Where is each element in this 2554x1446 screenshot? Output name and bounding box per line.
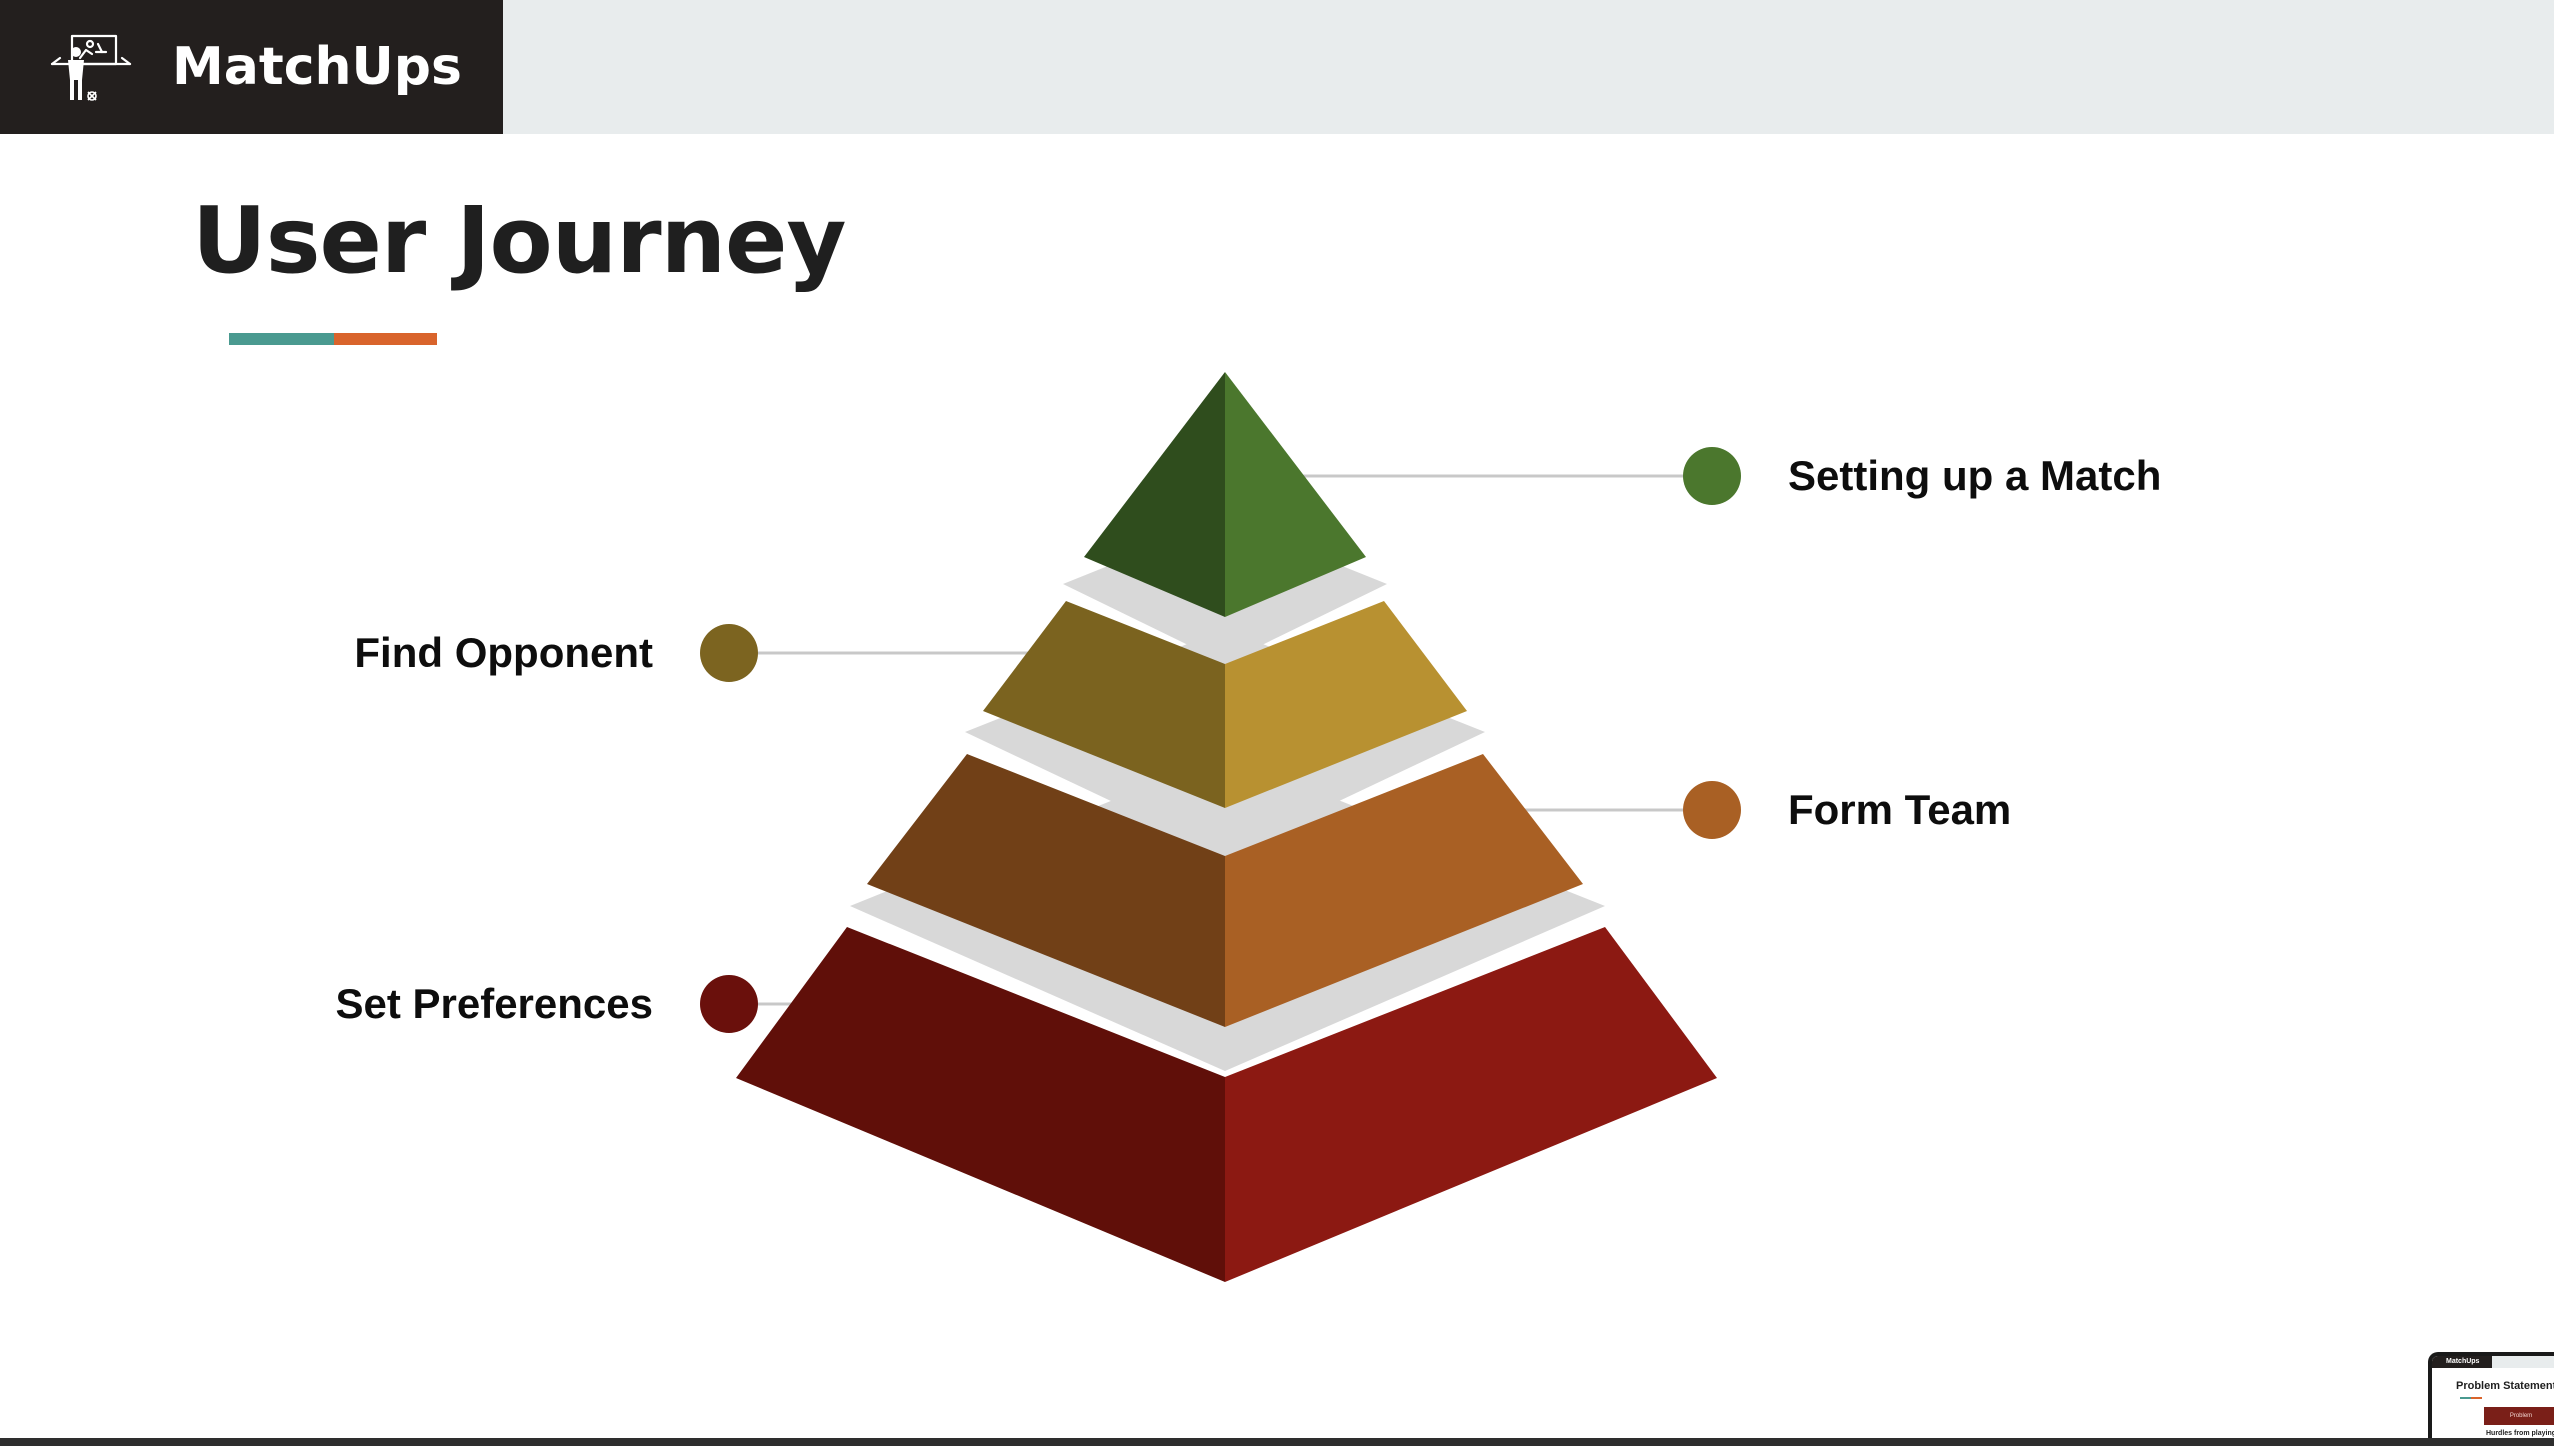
thumbnail-card: Problem — [2484, 1407, 2554, 1425]
underline-orange-segment — [334, 333, 437, 345]
step-label-opponent: Find Opponent — [354, 629, 653, 676]
marker-dot-match — [1683, 447, 1741, 505]
step-label-preferences: Set Preferences — [335, 980, 653, 1027]
pyramid-tier-match — [1084, 372, 1366, 617]
page-title: User Journey — [192, 187, 846, 294]
step-label-match: Setting up a Match — [1788, 452, 2162, 499]
thumbnail-brand: MatchUps — [2432, 1356, 2492, 1368]
underline-teal-segment — [229, 333, 334, 345]
whiteboard-coach-icon — [50, 34, 132, 101]
marker-dot-opponent — [700, 624, 758, 682]
bottom-edge — [0, 1438, 2554, 1446]
step-label-team: Form Team — [1788, 786, 2012, 833]
brand-block[interactable]: MatchUps — [0, 0, 503, 134]
marker-dot-preferences — [700, 975, 758, 1033]
brand-name: MatchUps — [172, 37, 462, 97]
thumbnail-title: Problem Statement — [2456, 1380, 2554, 1392]
marker-dot-team — [1683, 781, 1741, 839]
title-underline — [229, 333, 437, 345]
next-slide-thumbnail[interactable]: MatchUps Problem Statement Problem Hurdl… — [2428, 1352, 2554, 1446]
thumbnail-underline — [2460, 1397, 2482, 1399]
